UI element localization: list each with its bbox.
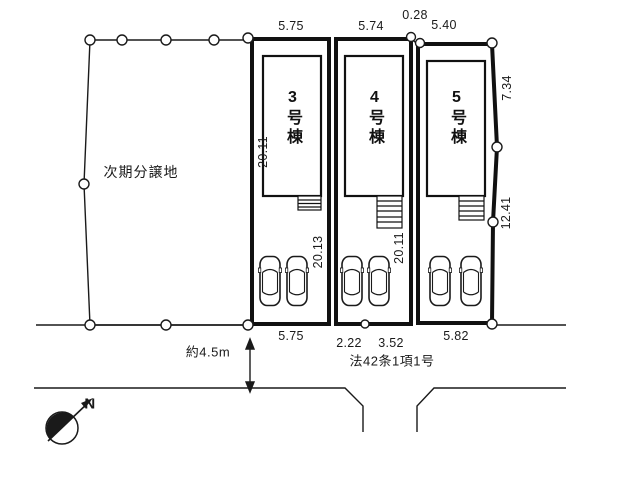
north-compass-icon — [45, 398, 93, 445]
building-4-steps — [376, 195, 403, 229]
lot-3-outline — [250, 37, 331, 326]
building-3-label: 3号棟 — [284, 89, 301, 147]
dim-bottom-lot4-left: 2.22 — [336, 335, 362, 350]
dim-top-lot4: 5.74 — [358, 18, 384, 33]
road-law-label: 法42条1項1号 — [349, 353, 435, 369]
dim-bottom-lot4-right: 3.52 — [378, 335, 404, 350]
building-3-steps — [297, 195, 322, 211]
car-icon — [428, 255, 452, 307]
road-lines — [34, 38, 566, 432]
building-5-steps — [458, 195, 485, 221]
building-3-footprint — [261, 54, 323, 198]
dim-top-lot5: 5.40 — [431, 17, 457, 32]
dim-lot3-depth: 20.13 — [310, 235, 325, 269]
dim-top-lot3: 5.75 — [278, 18, 304, 33]
car-icon — [285, 255, 309, 307]
boundary-point-markers — [78, 31, 503, 331]
dim-top-gap: 0.28 — [402, 7, 428, 22]
car-icon — [459, 255, 483, 307]
dim-bottom-lot5: 5.82 — [443, 328, 469, 343]
dim-lot4-depth: 20.11 — [391, 232, 406, 264]
dim-east-lower: 12.41 — [498, 196, 513, 230]
building-4-footprint — [343, 54, 405, 198]
entrance-steps — [297, 195, 485, 229]
road-width-label: 約4.5m — [185, 344, 231, 360]
road-width-arrow — [244, 337, 256, 394]
dim-east-upper: 7.34 — [499, 75, 514, 101]
lot-4-outline — [334, 37, 413, 326]
building-5-footprint — [425, 59, 487, 198]
car-icon — [258, 255, 282, 307]
parking-cars — [258, 255, 483, 307]
dim-west-side: 20.11 — [255, 136, 270, 168]
adjacent-area-label: 次期分譲地 — [103, 164, 179, 180]
car-icon — [340, 255, 364, 307]
adjacent-parcel-boundary — [83, 39, 250, 326]
building-4-label: 4号棟 — [366, 89, 383, 147]
dim-bottom-lot3: 5.75 — [278, 328, 304, 343]
building-5-label: 5号棟 — [448, 89, 465, 147]
north-label: N — [84, 395, 96, 413]
building-footprints — [261, 54, 487, 198]
car-icon — [367, 255, 391, 307]
